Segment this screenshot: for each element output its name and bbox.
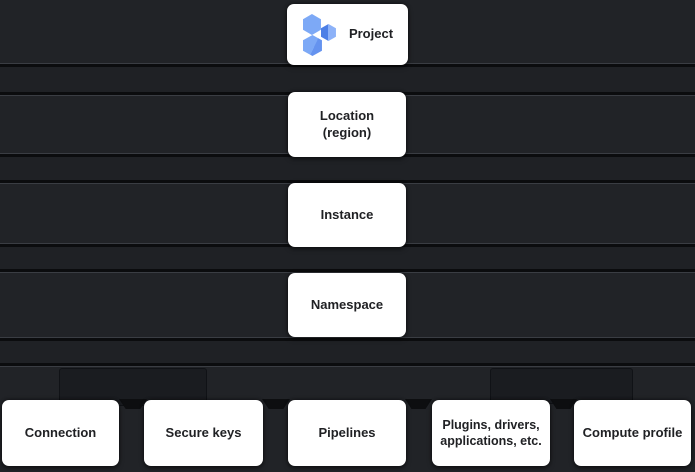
secure-keys-node: Secure keys (144, 400, 263, 466)
compute-profile-label: Compute profile (582, 424, 683, 440)
connector-stub (550, 399, 577, 409)
plugins-label: Plugins, drivers, applications, etc. (440, 417, 541, 450)
plugins-label-line1: Plugins, drivers, (442, 417, 540, 432)
shadow-artifact (490, 368, 633, 404)
location-node: Location (region) (288, 92, 406, 157)
namespace-label: Namespace (310, 296, 384, 312)
location-label-line2: (region) (322, 124, 372, 140)
level-spacer (0, 157, 695, 180)
level-spacer (0, 67, 695, 92)
hexagon-shape (302, 14, 321, 35)
pipelines-label: Pipelines (318, 424, 376, 440)
project-node: Project (287, 4, 408, 65)
compute-profile-node: Compute profile (574, 400, 691, 466)
connector-stub (405, 399, 432, 409)
plugins-label-line2: applications, etc. (440, 434, 542, 448)
level-spacer (0, 247, 695, 269)
connection-label: Connection (24, 424, 97, 440)
pipelines-node: Pipelines (288, 400, 406, 466)
namespace-node: Namespace (288, 273, 406, 337)
secure-keys-label: Secure keys (165, 424, 242, 440)
project-label: Project (348, 26, 394, 42)
connection-node: Connection (2, 400, 119, 466)
data-fusion-hexagons-icon (302, 13, 338, 56)
instance-node: Instance (288, 183, 406, 247)
plugins-node: Plugins, drivers, applications, etc. (432, 400, 550, 466)
level-spacer (0, 341, 695, 363)
location-label-line1: Location (319, 107, 375, 123)
instance-label: Instance (320, 206, 374, 222)
hexagon-shape (320, 24, 336, 41)
connector-stub (119, 399, 147, 409)
hexagon-shape (302, 35, 322, 56)
connector-stub (262, 399, 290, 409)
location-label: Location (region) (320, 108, 374, 142)
